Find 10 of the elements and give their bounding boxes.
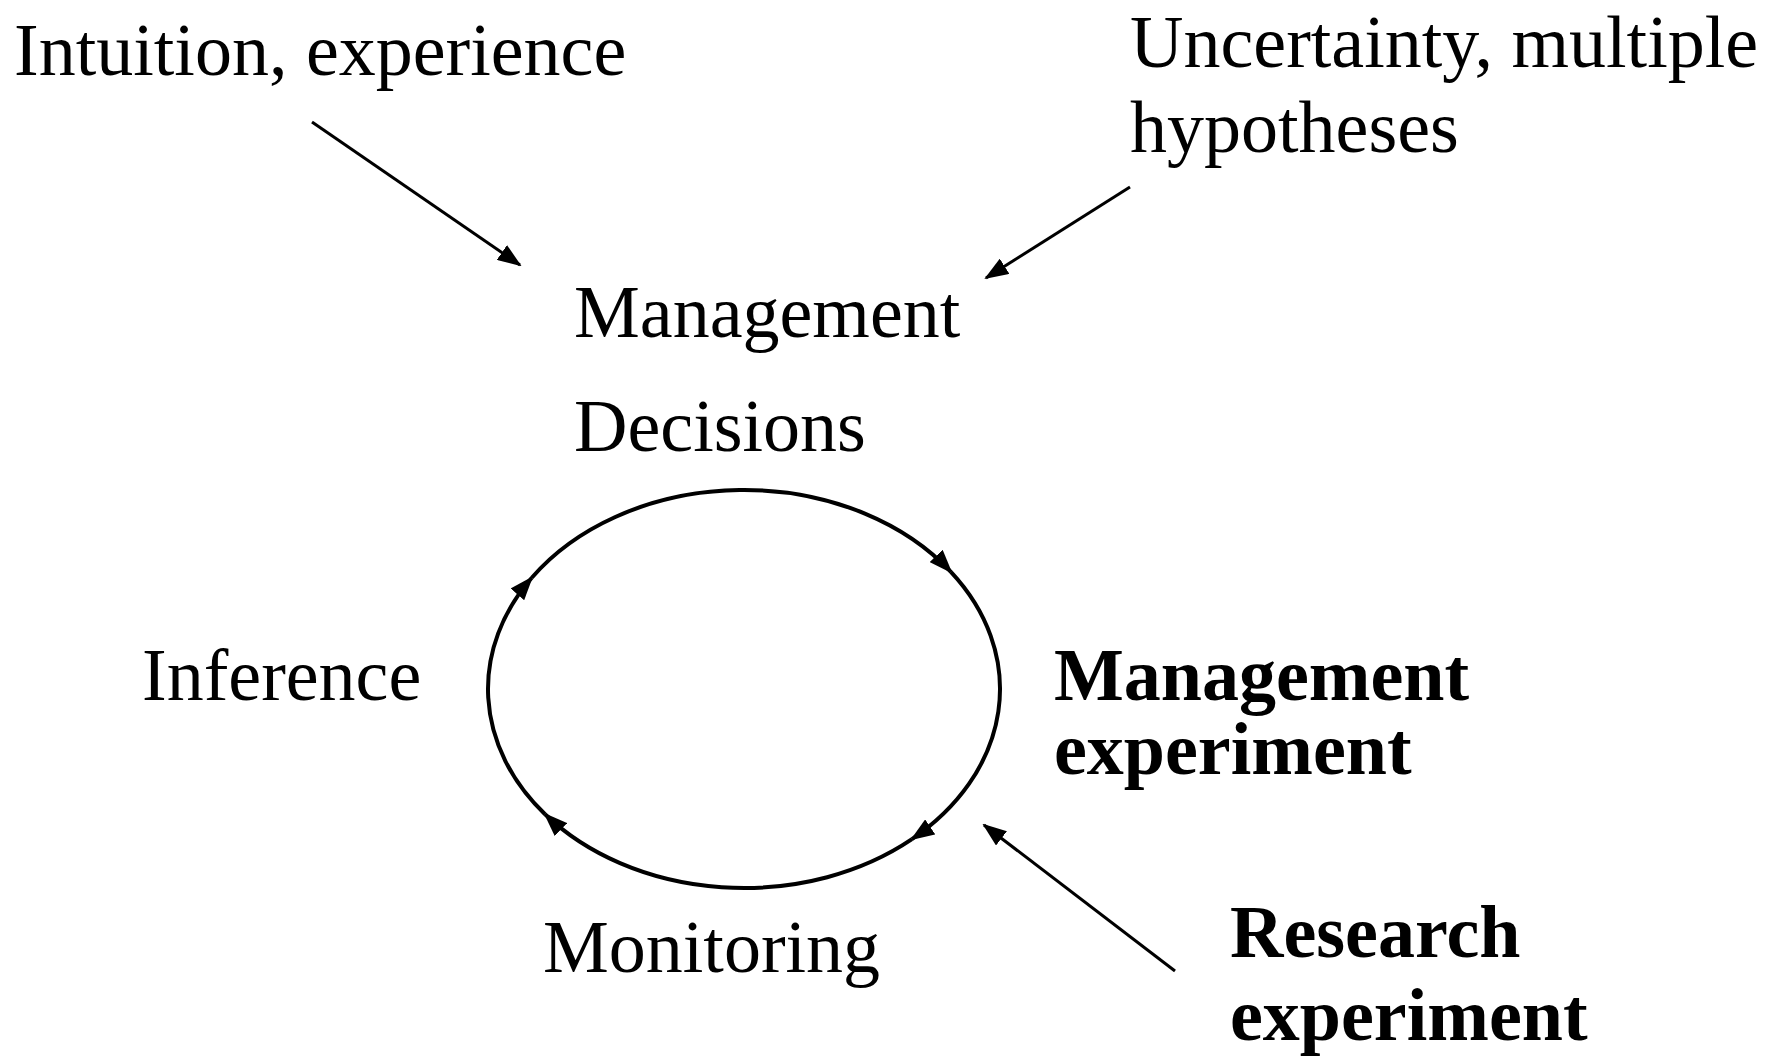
stage-label: Monitoring xyxy=(543,905,923,990)
arrow xyxy=(984,185,1131,280)
stage-label: Inference xyxy=(142,633,462,718)
arrow xyxy=(311,120,522,267)
stage-label: Research experiment xyxy=(1230,891,1650,1057)
arrow xyxy=(982,823,1176,973)
stage-label: Management Decisions xyxy=(574,255,1034,483)
stage-label: Intuition, experience xyxy=(14,8,754,93)
stage-label: Uncertainty, multiple hypotheses xyxy=(1130,0,1780,170)
cycle-arrows-drawing xyxy=(486,488,1002,890)
